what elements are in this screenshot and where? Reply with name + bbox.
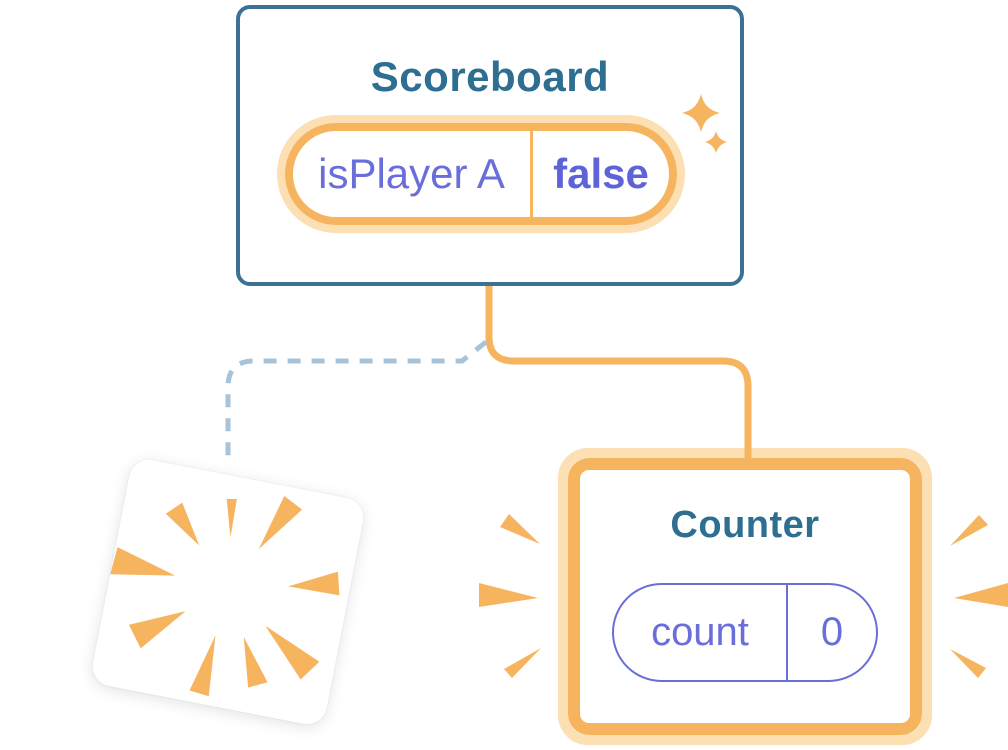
emphasis-marks-left xyxy=(479,514,541,678)
burst-icon xyxy=(110,495,340,697)
counter-card: Counter count 0 xyxy=(558,448,932,745)
dashed-connector xyxy=(225,340,488,466)
scoreboard-title: Scoreboard xyxy=(370,53,610,100)
count-pill-label: count xyxy=(651,610,749,654)
scoreboard-state-pill: isPlayer A false xyxy=(277,115,685,233)
state-pill-value: false xyxy=(553,150,649,197)
count-pill-value: 0 xyxy=(820,610,844,654)
destroyed-component-card xyxy=(89,456,367,728)
emphasis-marks-right xyxy=(950,515,1008,678)
scoreboard-card: Scoreboard isPlayer A false xyxy=(236,5,744,286)
counter-title: Counter xyxy=(670,504,820,546)
counter-state-pill: count 0 xyxy=(612,583,878,682)
state-pill-label: isPlayer A xyxy=(318,150,505,197)
solid-connector xyxy=(485,286,752,462)
